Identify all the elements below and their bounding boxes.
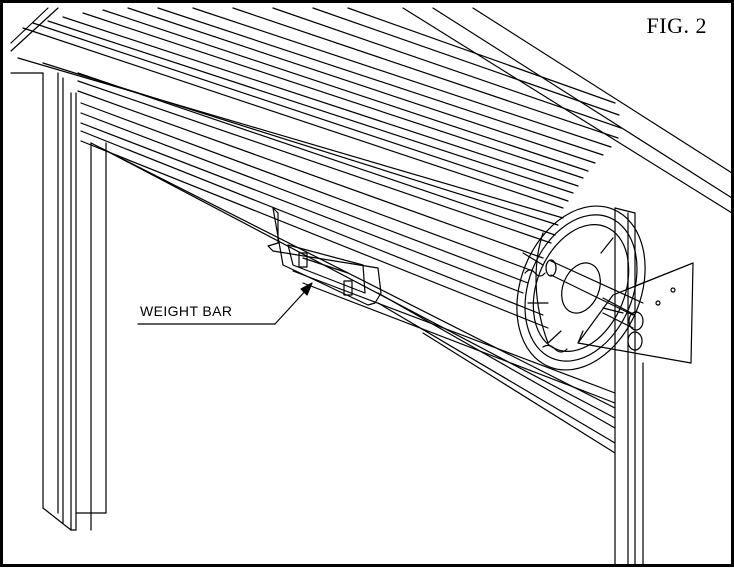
curtain-slats (17, 7, 622, 294)
weight-bar (267, 207, 382, 306)
upper-wall-edges (402, 7, 733, 214)
figure-label: FIG. 2 (646, 13, 707, 38)
right-guide-rail (614, 207, 644, 566)
mounting-bracket (577, 262, 694, 364)
bottom-bar-section (80, 130, 616, 454)
weight-bar-callout-label: WEIGHT BAR (140, 303, 233, 319)
header-beam (10, 7, 59, 74)
door-line-drawing (10, 7, 733, 566)
left-guide-rail (42, 72, 107, 531)
weight-bar-leader (137, 282, 313, 325)
drum-wheel (516, 205, 646, 371)
